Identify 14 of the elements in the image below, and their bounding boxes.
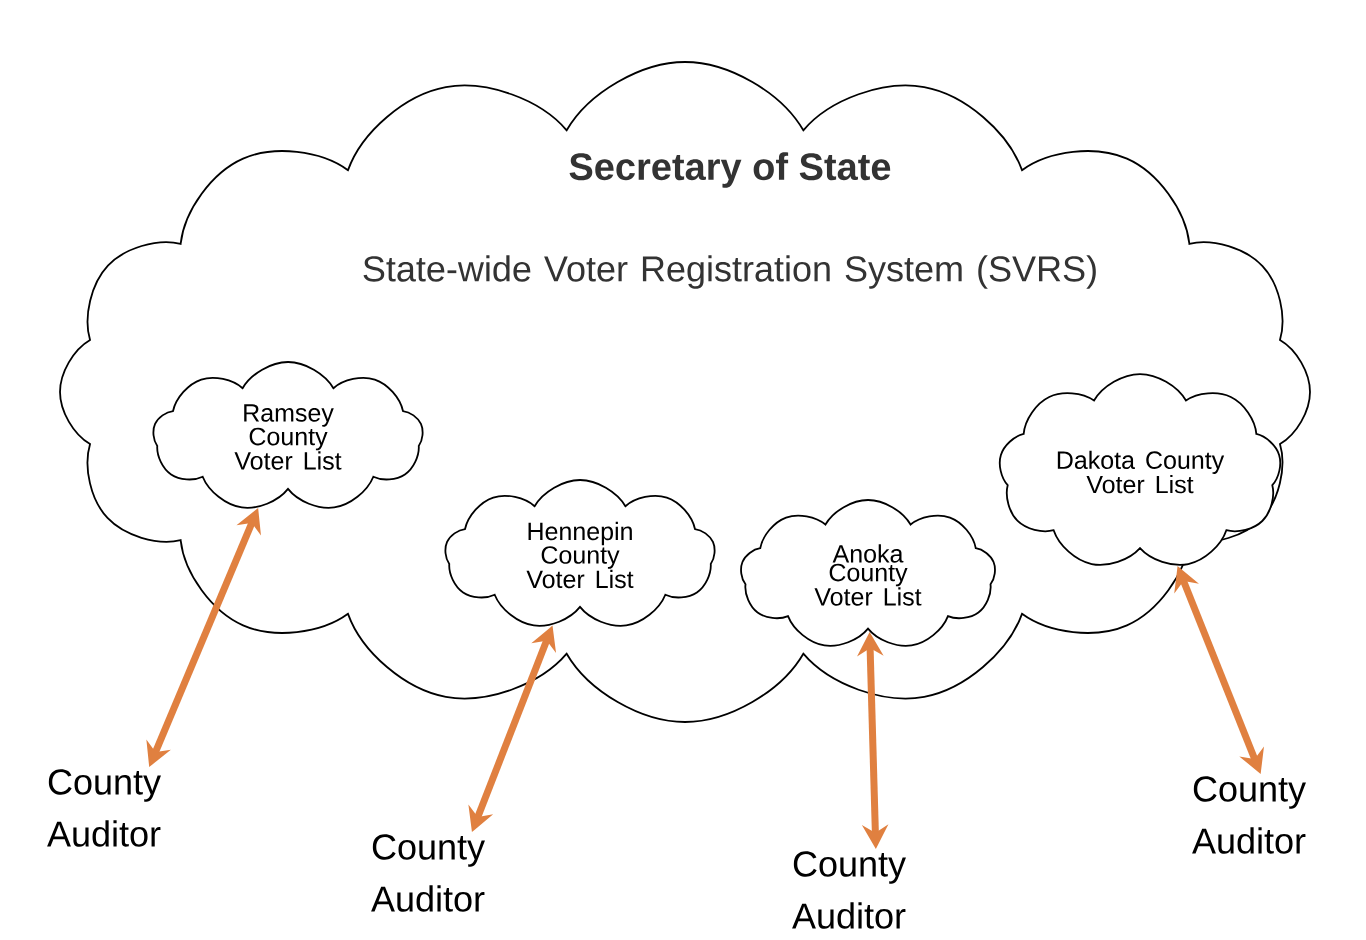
cloud <box>740 499 996 647</box>
cloud <box>444 479 716 627</box>
role-label: County Auditor <box>1192 776 1306 854</box>
cloud-label: Hennepin County Voter List <box>526 521 634 589</box>
role-label: County Auditor <box>371 834 485 912</box>
role-label: County Auditor <box>792 851 906 929</box>
subtitle: State-wide Voter Registration System (SVRS) <box>363 255 1096 289</box>
role-label: County Auditor <box>47 769 161 847</box>
cloud-label: Ramsey County Voter List <box>234 404 342 470</box>
cloud-label: Dakota County Voter List <box>1057 450 1225 494</box>
cloud <box>998 373 1282 566</box>
cloud <box>152 361 424 509</box>
cloud-label: Anoka County Voter List <box>814 544 922 606</box>
heading: Secretary of State <box>569 152 891 188</box>
